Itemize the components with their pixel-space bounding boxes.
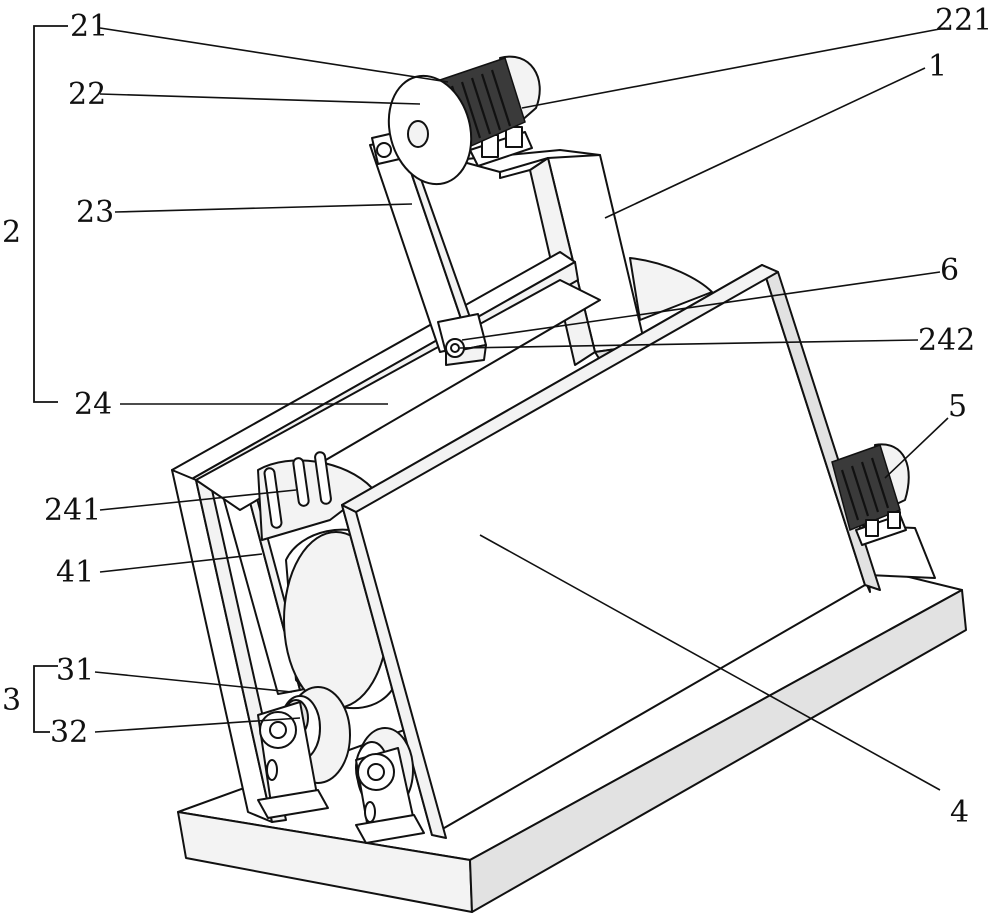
leader-lines bbox=[94, 27, 949, 791]
label-24: 24 bbox=[74, 387, 112, 422]
group-brackets bbox=[33, 25, 68, 733]
rear-wheel-back bbox=[629, 257, 713, 321]
label-221: 221 bbox=[935, 3, 992, 38]
label-22: 22 bbox=[68, 77, 106, 112]
label-31: 31 bbox=[56, 653, 94, 688]
label-242: 242 bbox=[918, 323, 975, 358]
part-labels: 21 221 22 1 2 23 6 242 5 24 241 41 3 31 … bbox=[2, 3, 992, 830]
guide-pins bbox=[263, 451, 332, 529]
label-21: 21 bbox=[70, 9, 108, 44]
label-2: 2 bbox=[2, 215, 21, 250]
connecting-rod bbox=[369, 131, 479, 353]
label-3: 3 bbox=[2, 683, 21, 718]
label-6: 6 bbox=[940, 253, 959, 288]
roller-assembly bbox=[257, 686, 425, 844]
label-5: 5 bbox=[948, 389, 967, 424]
top-motor-assembly bbox=[387, 55, 541, 186]
label-41: 41 bbox=[56, 555, 94, 590]
label-241: 241 bbox=[44, 493, 101, 528]
label-32: 32 bbox=[50, 715, 88, 750]
right-motor bbox=[831, 443, 910, 546]
label-4: 4 bbox=[950, 795, 969, 830]
front-plate bbox=[341, 264, 881, 839]
label-1: 1 bbox=[928, 49, 947, 84]
label-23: 23 bbox=[76, 195, 114, 230]
rod-end-bracket bbox=[437, 313, 487, 366]
